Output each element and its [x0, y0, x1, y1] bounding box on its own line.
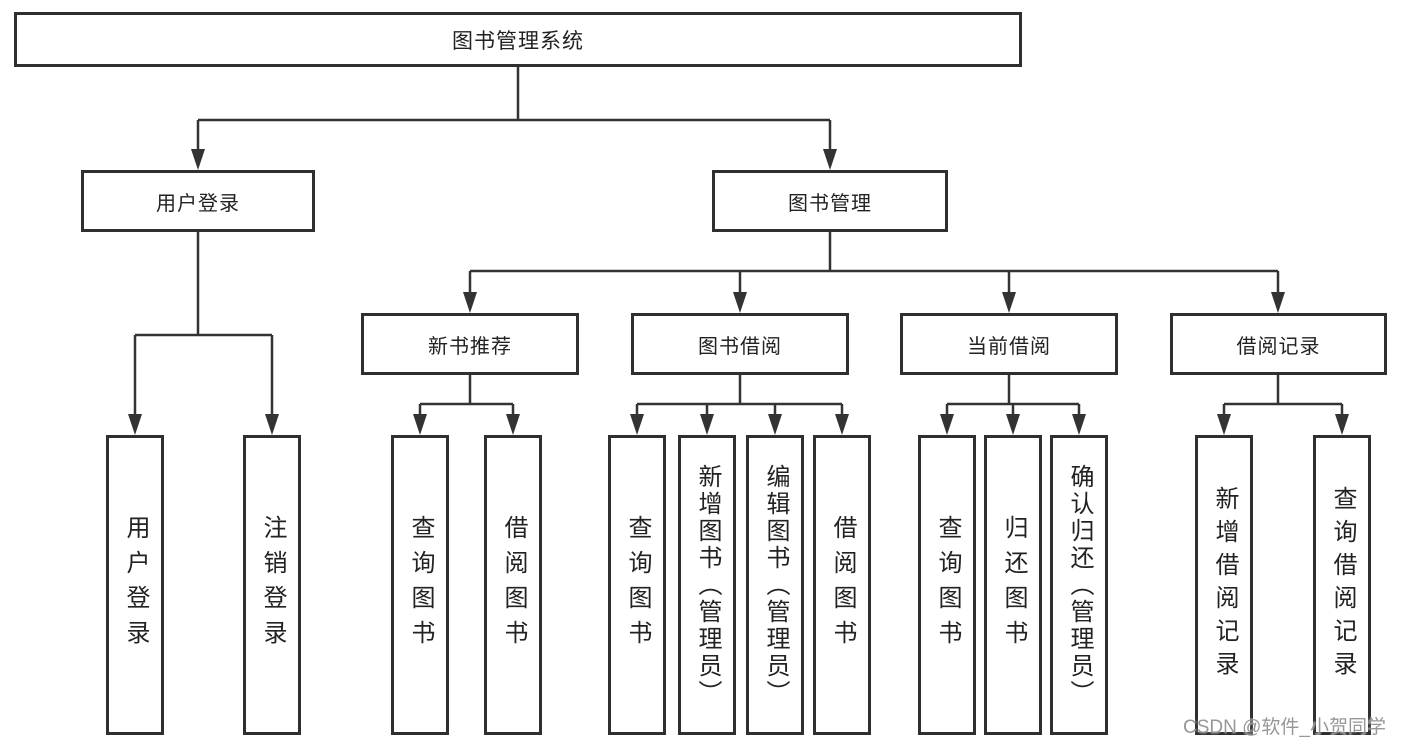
- node-return-book-label: 归还图书: [1000, 515, 1027, 655]
- node-current-borrowing: 当前借阅: [900, 313, 1118, 375]
- node-borrowing-records: 借阅记录: [1170, 313, 1387, 375]
- node-current-borrowing-label: 当前借阅: [967, 335, 1051, 358]
- node-query-borrow-record-label: 查询借阅记录: [1329, 486, 1356, 684]
- node-book-borrowing: 图书借阅: [631, 313, 849, 375]
- node-edit-book-admin-label: 编辑图书（管理员）: [762, 463, 789, 707]
- node-query-books-label: 查询图书: [624, 515, 651, 655]
- node-query-books: 查询图书: [918, 435, 976, 735]
- node-user-login-group: 用户登录: [81, 170, 315, 232]
- node-query-books-label: 查询图书: [934, 515, 961, 655]
- node-borrow-books: 借阅图书: [484, 435, 542, 735]
- node-new-book-recommend: 新书推荐: [361, 313, 579, 375]
- node-query-books: 查询图书: [391, 435, 449, 735]
- node-logout: 注销登录: [243, 435, 301, 735]
- node-book-borrowing-label: 图书借阅: [698, 335, 782, 358]
- node-book-management-label: 图书管理: [788, 192, 872, 215]
- node-library-system: 图书管理系统: [14, 12, 1022, 67]
- node-user-login-label: 用户登录: [122, 515, 149, 655]
- node-logout-label: 注销登录: [259, 515, 286, 655]
- node-borrow-books-label: 借阅图书: [829, 515, 856, 655]
- node-query-books-label: 查询图书: [407, 515, 434, 655]
- node-add-borrow-record-label: 新增借阅记录: [1211, 486, 1238, 684]
- node-add-book-admin-label: 新增图书（管理员）: [694, 463, 721, 707]
- node-book-management: 图书管理: [712, 170, 948, 232]
- node-borrow-books: 借阅图书: [813, 435, 871, 735]
- node-confirm-return-admin-label: 确认归还（管理员）: [1066, 463, 1093, 707]
- arrowhead-icons: [128, 149, 1349, 435]
- node-user-login-group-label: 用户登录: [156, 192, 240, 215]
- node-add-book-admin: 新增图书（管理员）: [678, 435, 736, 735]
- node-library-system-label: 图书管理系统: [452, 29, 584, 53]
- node-user-login: 用户登录: [106, 435, 164, 735]
- node-confirm-return-admin: 确认归还（管理员）: [1050, 435, 1108, 735]
- node-new-book-recommend-label: 新书推荐: [428, 335, 512, 358]
- node-borrow-books-label: 借阅图书: [500, 515, 527, 655]
- watermark: CSDN @软件_小贺同学: [1183, 717, 1386, 738]
- node-query-books: 查询图书: [608, 435, 666, 735]
- node-return-book: 归还图书: [984, 435, 1042, 735]
- node-add-borrow-record: 新增借阅记录: [1195, 435, 1253, 735]
- node-borrowing-records-label: 借阅记录: [1236, 335, 1321, 358]
- node-query-borrow-record: 查询借阅记录: [1313, 435, 1371, 735]
- node-edit-book-admin: 编辑图书（管理员）: [746, 435, 804, 735]
